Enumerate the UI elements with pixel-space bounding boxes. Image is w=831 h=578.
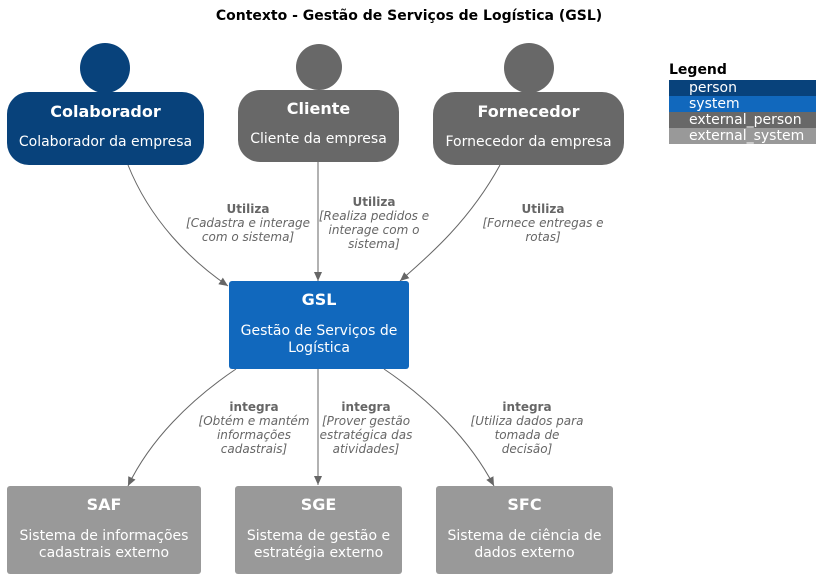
edge-cliente-gsl-desc: [Realiza pedidos e interage com o sistem… [318,209,430,251]
edge-colaborador-gsl-label: Utiliza [226,202,270,216]
edge-label-gsl-saf: integra [Obtém e mantém informações cada… [196,400,312,456]
edge-gsl-sfc [383,368,495,487]
legend-item-system: system [669,96,816,112]
edge-gsl-saf-desc: [Obtém e mantém informações cadastrais] [198,414,310,456]
node-cliente-desc: Cliente da empresa [250,131,387,147]
node-fornecedor-name: Fornecedor [477,102,580,121]
node-fornecedor[interactable]: Fornecedor Fornecedor da empresa [433,92,624,165]
node-saf[interactable]: SAF Sistema de informações cadastrais ex… [7,486,201,574]
node-gsl[interactable]: GSL Gestão de Serviços de Logística [229,281,409,369]
node-gsl-desc: Gestão de Serviços de Logística [240,323,398,356]
legend-item-external-system: external_system [669,128,816,144]
node-saf-desc: Sistema de informações cadastrais extern… [19,528,189,561]
edge-gsl-saf-label: integra [229,400,279,414]
edge-colaborador-gsl-desc: [Cadastra e interage com o sistema] [186,216,310,244]
edge-label-colaborador-gsl: Utiliza [Cadastra e interage com o siste… [183,202,313,244]
edge-fornecedor-gsl [399,164,501,282]
edge-label-gsl-sge: integra [Prover gestão estratégica das a… [318,400,414,456]
legend-item-external-person: external_person [669,112,816,128]
node-fornecedor-desc: Fornecedor da empresa [445,134,612,150]
edge-gsl-sfc-label: integra [502,400,552,414]
node-sge[interactable]: SGE Sistema de gestão e estratégia exter… [235,486,402,574]
node-sge-desc: Sistema de gestão e estratégia externo [246,528,391,561]
edge-gsl-sge-label: integra [341,400,391,414]
edge-fornecedor-gsl-label: Utiliza [521,202,565,216]
node-sge-name: SGE [300,495,337,514]
edge-label-cliente-gsl: Utiliza [Realiza pedidos e interage com … [318,195,430,251]
fornecedor-person-icon [504,43,554,93]
edge-label-fornecedor-gsl: Utiliza [Fornece entregas e rotas] [478,202,608,244]
node-saf-name: SAF [86,495,122,514]
node-sfc-desc: Sistema de ciência de dados externo [447,528,602,561]
edge-gsl-saf [127,368,237,487]
node-colaborador-desc: Colaborador da empresa [18,134,193,150]
node-cliente-name: Cliente [286,99,351,118]
legend: Legend person system external_person ext… [669,62,816,144]
legend-title: Legend [669,62,727,78]
diagram-title: Contexto - Gestão de Serviços de Logísti… [215,8,603,24]
edge-cliente-gsl-label: Utiliza [352,195,396,209]
node-sfc-name: SFC [507,495,542,514]
edge-colaborador-gsl [127,164,229,287]
edge-gsl-sge-desc: [Prover gestão estratégica das atividade… [319,414,413,456]
legend-item-person: person [669,80,816,96]
node-gsl-name: GSL [301,290,337,309]
colaborador-person-icon [80,43,130,93]
edge-fornecedor-gsl-desc: [Fornece entregas e rotas] [482,216,604,244]
edge-gsl-sfc-desc: [Utiliza dados para tomada de decisão] [470,414,584,456]
node-cliente[interactable]: Cliente Cliente da empresa [238,90,399,162]
node-colaborador[interactable]: Colaborador Colaborador da empresa [7,92,204,165]
node-sfc[interactable]: SFC Sistema de ciência de dados externo [436,486,613,574]
node-colaborador-name: Colaborador [50,102,161,121]
cliente-person-icon [296,44,342,90]
edge-label-gsl-sfc: integra [Utiliza dados para tomada de de… [470,400,584,456]
